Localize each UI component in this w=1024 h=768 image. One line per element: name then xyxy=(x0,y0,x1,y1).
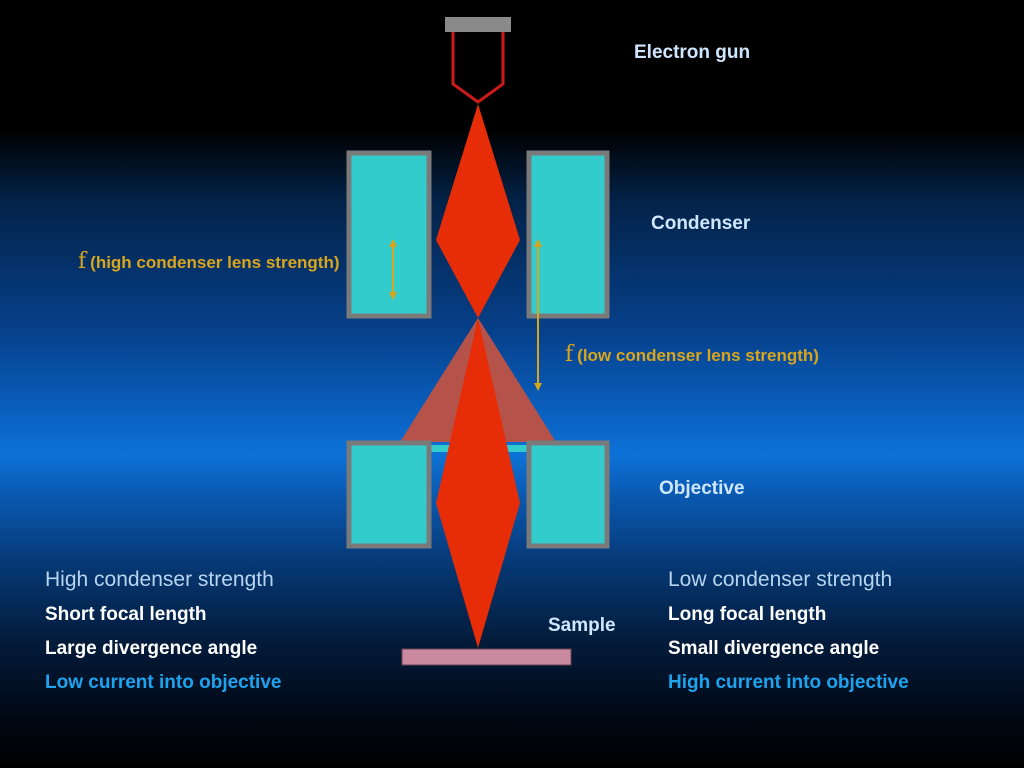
label-focal-low: f(low condenser lens strength) xyxy=(565,342,819,367)
label-objective: Objective xyxy=(659,478,745,499)
condenser-lens-left xyxy=(346,150,432,319)
high-strength-item: Short focal length xyxy=(45,604,207,625)
label-electron-gun: Electron gun xyxy=(634,42,751,63)
low-strength-item: High current into objective xyxy=(668,672,909,693)
electron-gun-filament xyxy=(451,32,505,104)
label-sample: Sample xyxy=(548,615,616,636)
high-strength-column: High condenser strength Short focal leng… xyxy=(45,568,281,706)
focal-symbol: f xyxy=(78,249,87,274)
label-condenser: Condenser xyxy=(651,213,751,234)
low-strength-item: Long focal length xyxy=(668,604,827,625)
objective-lens-right xyxy=(526,440,610,549)
low-strength-heading: Low condenser strength xyxy=(668,568,893,591)
focal-symbol: f xyxy=(565,342,574,367)
electron-beam xyxy=(436,104,520,648)
low-strength-column: Low condenser strength Long focal length… xyxy=(668,568,909,706)
sample-plate xyxy=(401,648,572,666)
high-strength-item: Low current into objective xyxy=(45,672,282,693)
objective-lens-left xyxy=(346,440,432,549)
focal-low-text: (low condenser lens strength) xyxy=(577,346,819,365)
low-strength-item: Small divergence angle xyxy=(668,638,880,659)
focal-length-marker-long xyxy=(534,239,542,391)
high-strength-heading: High condenser strength xyxy=(45,568,274,591)
focal-high-text: (high condenser lens strength) xyxy=(90,253,340,272)
label-focal-high: f(high condenser lens strength) xyxy=(78,249,340,274)
focal-length-marker-short xyxy=(389,239,397,300)
electron-gun-cap xyxy=(445,17,511,32)
condenser-lens-right xyxy=(526,150,610,319)
high-strength-item: Large divergence angle xyxy=(45,638,258,659)
